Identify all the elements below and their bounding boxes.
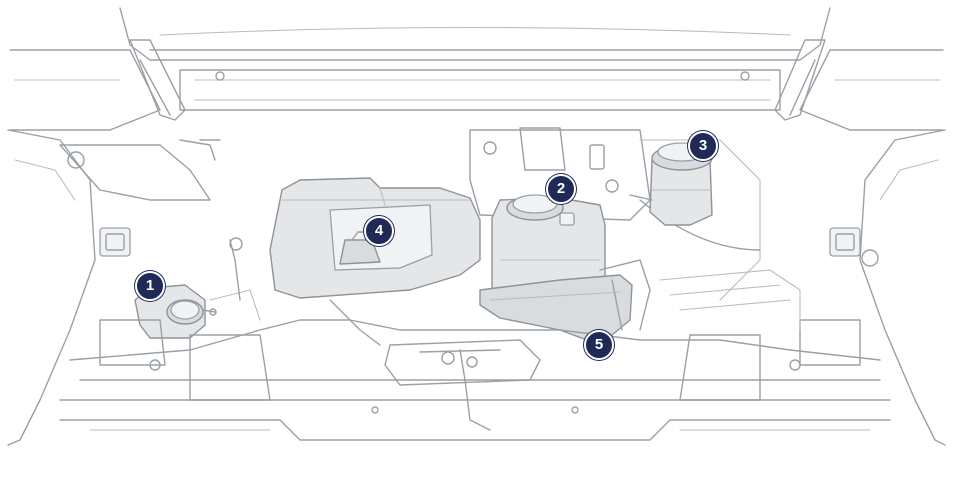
callout-5: 5 xyxy=(584,330,614,360)
callout-2: 2 xyxy=(546,174,576,204)
hood-line-art xyxy=(119,7,831,111)
front-crossmember-art xyxy=(59,319,891,441)
right-fender-art xyxy=(829,129,946,446)
callout-1: 1 xyxy=(135,271,165,301)
engine-block-art xyxy=(479,259,651,346)
right-hinge-art xyxy=(774,39,944,131)
callout-3: 3 xyxy=(688,131,718,161)
callout-4: 4 xyxy=(364,216,394,246)
lower-engine-parts-art xyxy=(209,237,801,431)
brake-fluid-reservoir xyxy=(629,142,713,226)
left-fender-art xyxy=(7,129,221,446)
left-hinge-art xyxy=(9,39,186,131)
